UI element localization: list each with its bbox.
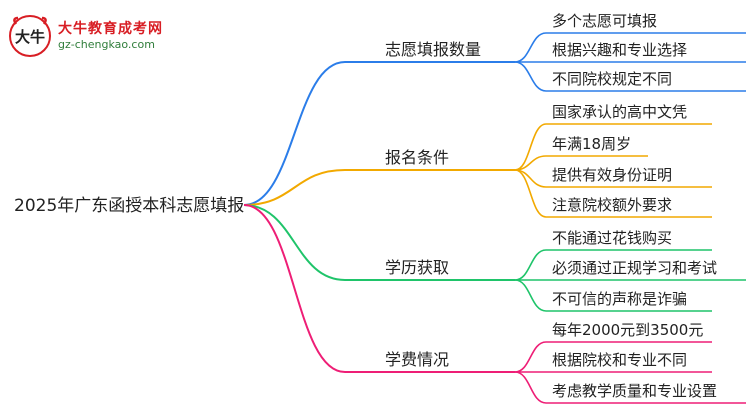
branch-link-4: [243, 204, 346, 373]
leaf-label-3-2: 必须通过正规学习和考试: [552, 259, 717, 277]
branch-label-4: 学费情况: [385, 350, 449, 369]
leaf-label-2-2: 年满18周岁: [552, 135, 631, 153]
leaf-label-3-1: 不能通过花钱购买: [552, 229, 672, 247]
leaf-label-2-1: 国家承认的高中文凭: [552, 103, 687, 121]
mindmap-nodes: 2025年广东函授本科志愿填报 志愿填报数量 多个志愿可填报根据兴趣和专业选择不同院…: [14, 12, 717, 400]
branch-label-2: 报名条件: [385, 148, 449, 167]
site-logo[interactable]: 大牛 大牛教育成考网 gz-chengkao.com: [8, 14, 162, 58]
leaf-link-1-1: [514, 32, 547, 63]
site-url: gz-chengkao.com: [58, 38, 155, 51]
leaf-label-1-3: 不同院校规定不同: [552, 70, 672, 88]
branch-label-1: 志愿填报数量: [385, 40, 481, 59]
leaf-label-3-3: 不可信的声称是诈骗: [552, 290, 687, 308]
logo-mark-text: 大牛: [15, 28, 45, 46]
leaf-label-1-1: 多个志愿可填报: [552, 12, 657, 30]
branch-link-3: [243, 204, 346, 281]
leaf-link-4-3: [514, 371, 547, 404]
leaf-link-4-1: [514, 341, 547, 373]
root-node-label: 2025年广东函授本科志愿填报: [14, 196, 244, 216]
leaf-link-3-3: [514, 279, 547, 312]
leaf-link-2-4: [514, 169, 547, 218]
leaf-link-3-1: [514, 249, 547, 281]
leaf-label-1-2: 根据兴趣和专业选择: [552, 41, 687, 59]
site-name: 大牛教育成考网: [58, 21, 163, 37]
leaf-label-2-3: 提供有效身份证明: [552, 166, 672, 184]
leaf-label-2-4: 注意院校额外要求: [552, 196, 672, 214]
leaf-link-2-1: [514, 123, 547, 171]
mindmap-links: [243, 32, 746, 404]
leaf-label-4-2: 根据院校和专业不同: [552, 351, 687, 369]
branch-link-2: [243, 169, 346, 206]
branch-label-3: 学历获取: [385, 258, 449, 277]
branch-link-1: [243, 61, 346, 206]
leaf-label-4-1: 每年2000元到3500元: [552, 321, 703, 339]
bull-logo-icon: 大牛: [9, 15, 51, 57]
leaf-link-1-3: [514, 61, 547, 92]
leaf-label-4-3: 考虑教学质量和专业设置: [552, 382, 717, 400]
